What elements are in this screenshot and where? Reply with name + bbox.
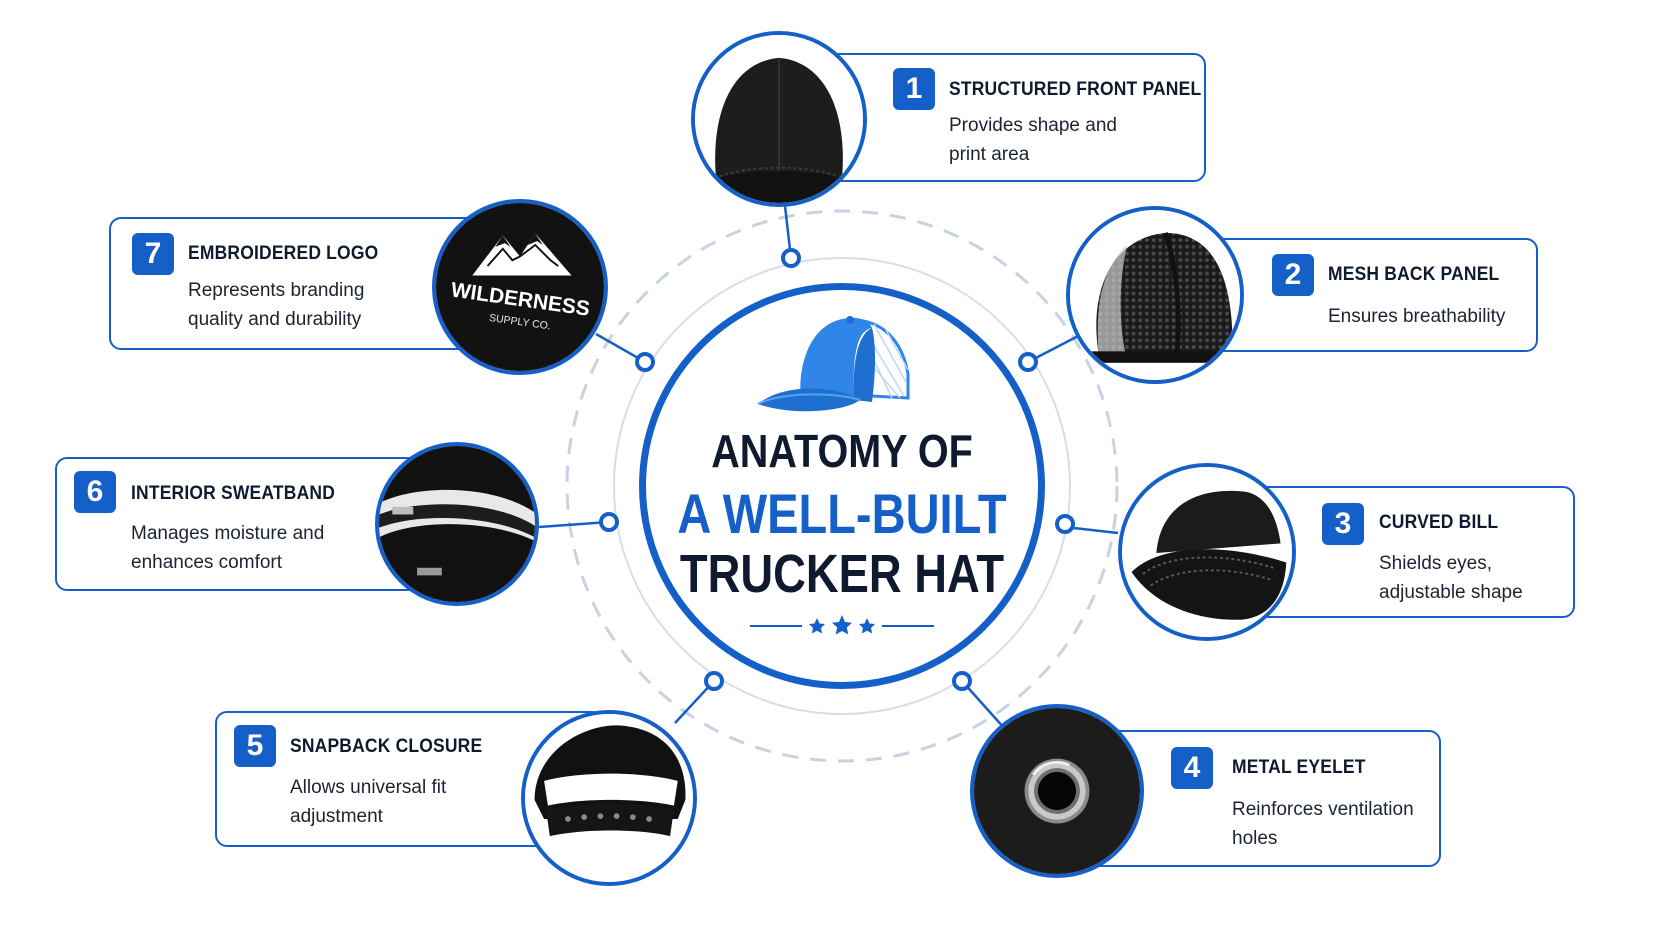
part-desc-3: Shields eyes,adjustable shape <box>1379 553 1523 603</box>
part-number-badge-7: 7 <box>132 233 174 275</box>
headline-line-2: A WELL-BUILT <box>677 482 1007 545</box>
part-title-7: EMBROIDERED LOGO <box>188 243 379 264</box>
connector-node-1 <box>781 248 801 268</box>
part-title-3: CURVED BILL <box>1379 512 1499 533</box>
part-number-badge-3: 3 <box>1322 503 1364 545</box>
star-icon <box>832 615 852 635</box>
connector-node-5 <box>704 671 724 691</box>
part-title-1: STRUCTURED FRONT PANEL <box>949 79 1202 100</box>
part-title-6: INTERIOR SWEATBAND <box>131 483 336 504</box>
connector-node-4 <box>952 671 972 691</box>
curved-bill-icon <box>1118 463 1296 641</box>
snapback-icon <box>521 710 697 886</box>
hat-front-icon <box>691 31 867 207</box>
star-icon <box>859 618 875 634</box>
part-title-5: SNAPBACK CLOSURE <box>290 736 483 757</box>
embroidered-logo-icon: WILDERNESS SUPPLY CO. <box>432 199 608 375</box>
eyelet-icon <box>970 704 1144 878</box>
part-title-2: MESH BACK PANEL <box>1328 264 1500 285</box>
mesh-panel-icon <box>1066 206 1244 384</box>
part-card-1 <box>820 53 1206 182</box>
part-number-badge-5: 5 <box>234 725 276 767</box>
trucker-hat-icon <box>757 316 910 412</box>
sweatband-icon <box>375 442 539 606</box>
part-number-badge-2: 2 <box>1272 254 1314 296</box>
part-title-4: METAL EYELET <box>1232 757 1366 778</box>
connector-node-2 <box>1018 352 1038 372</box>
part-number-badge-4: 4 <box>1171 747 1213 789</box>
headline-line-3: TRUCKER HAT <box>679 544 1005 604</box>
part-desc-2: Ensures breathability <box>1328 306 1506 327</box>
part-number-badge-1: 1 <box>893 68 935 110</box>
dashed-orbit-ring <box>565 209 1119 763</box>
part-number-badge-6: 6 <box>74 471 116 513</box>
connector-node-7 <box>635 352 655 372</box>
connector-node-3 <box>1055 514 1075 534</box>
connector-line-6 <box>538 520 610 529</box>
star-icon <box>809 618 825 634</box>
headline-line-1: ANATOMY OF <box>711 425 973 477</box>
connector-node-6 <box>599 512 619 532</box>
inner-thin-ring <box>613 257 1071 715</box>
divider-stars-icon <box>750 615 934 635</box>
